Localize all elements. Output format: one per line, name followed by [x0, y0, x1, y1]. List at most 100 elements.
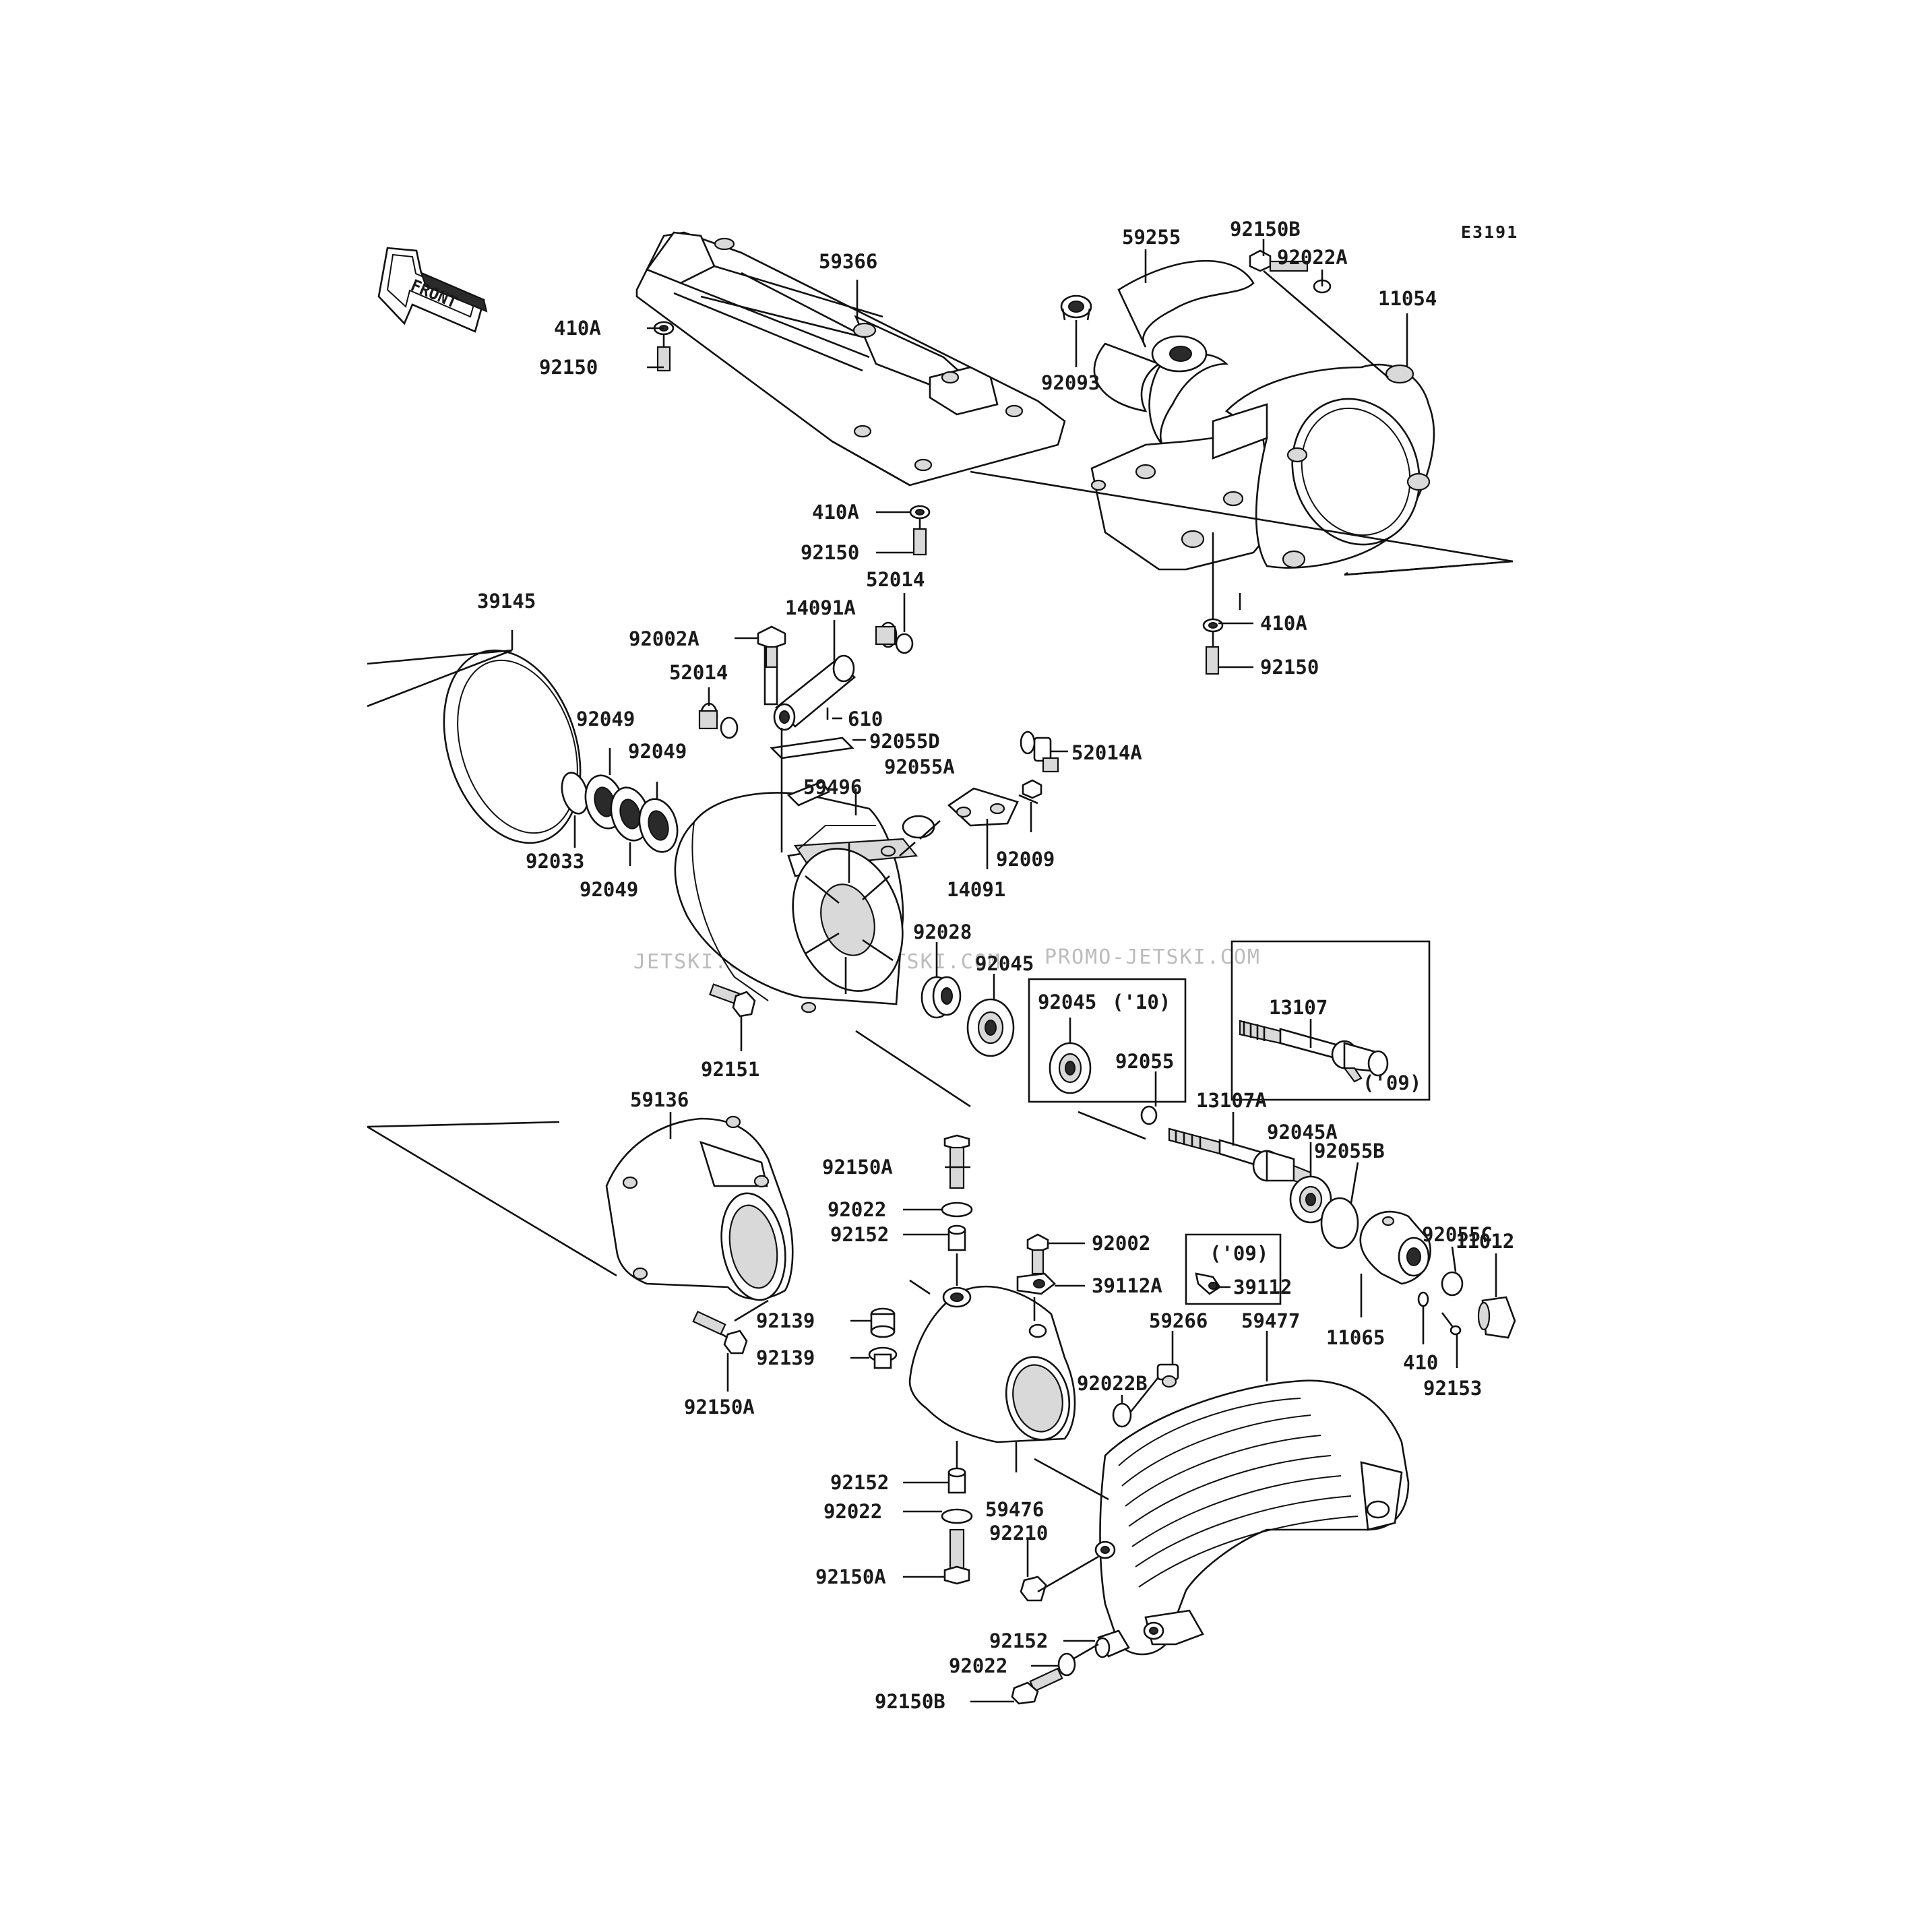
- fitting-52014A-part: [1020, 730, 1059, 773]
- bolt-92150A-left-part: [692, 1310, 748, 1354]
- oil-seals-part: [584, 774, 679, 853]
- fitting-52014-top-part: [875, 621, 914, 654]
- collar-92152-mid-part: [947, 1467, 966, 1494]
- label-92139-1: 92139: [756, 1309, 815, 1332]
- o-ring-92055C-part: [1441, 1271, 1464, 1297]
- bushing-92139-top-part: [870, 1307, 896, 1338]
- label-92210: 92210: [989, 1522, 1048, 1545]
- bolt-92150A-bottom-part: [943, 1528, 970, 1585]
- label-59266: 59266: [1149, 1309, 1208, 1332]
- label-92022A: 92022A: [1277, 246, 1348, 269]
- front-direction-arrow-icon: FRONT: [377, 247, 488, 333]
- label-92055D: 92055D: [869, 730, 940, 753]
- label-92152-1: 92152: [830, 1223, 889, 1246]
- label-92150B-2: 92150B: [875, 1690, 945, 1713]
- breather-tube-assembly-part: [764, 642, 856, 731]
- year-label-09a: ('09): [1363, 1071, 1421, 1094]
- label-92045A: 92045A: [1267, 1121, 1338, 1144]
- leader-lines: [367, 239, 1514, 1703]
- drive-shaft-13107-part: [1239, 1020, 1389, 1083]
- year-box-10: ('10): [1028, 978, 1187, 1103]
- label-92152-3: 92152: [989, 1629, 1048, 1652]
- label-14091: 14091: [947, 878, 1005, 901]
- washer-92022-mid-part: [941, 1508, 973, 1524]
- label-410: 410: [1403, 1351, 1438, 1374]
- year-box-09-shaft: ('09): [1230, 940, 1431, 1101]
- label-13107A: 13107A: [1196, 1089, 1267, 1112]
- label-59477: 59477: [1241, 1309, 1300, 1332]
- label-39112: 39112: [1233, 1276, 1292, 1299]
- label-92002A: 92002A: [629, 627, 699, 650]
- bolt-92151-part: [709, 983, 756, 1018]
- label-92055A: 92055A: [884, 755, 955, 778]
- year-label-09b: ('09): [1210, 1242, 1268, 1265]
- label-92022-2: 92022: [823, 1500, 882, 1523]
- label-92045-1: 92045: [975, 952, 1034, 975]
- label-92150A-1: 92150A: [822, 1156, 893, 1179]
- bracket-39112-part: [1195, 1272, 1221, 1295]
- label-92028: 92028: [913, 921, 972, 943]
- collar-92152-bottom-part: [1094, 1629, 1130, 1658]
- label-59136: 59136: [630, 1088, 689, 1111]
- label-59366: 59366: [819, 250, 877, 273]
- pump-case-part: [1090, 363, 1435, 571]
- label-92150-1: 92150: [539, 356, 598, 379]
- plug-11012-part: [1477, 1296, 1516, 1339]
- label-92150B-1: 92150B: [1230, 218, 1301, 241]
- washer-410-part: [1417, 1291, 1429, 1307]
- washer-410A-center-part: [909, 505, 931, 520]
- label-92022B: 92022B: [1077, 1372, 1148, 1395]
- fitting-59266-part: [1156, 1363, 1179, 1388]
- label-92153: 92153: [1423, 1377, 1482, 1400]
- bushing-92028-part: [921, 976, 962, 1019]
- label-13107: 13107: [1269, 996, 1328, 1019]
- label-92150-3: 92150: [1260, 656, 1319, 679]
- label-11012: 11012: [1456, 1230, 1514, 1253]
- bolt-92150B-top-part: [1249, 249, 1309, 272]
- label-92049-3: 92049: [580, 878, 638, 901]
- label-92093: 92093: [1041, 371, 1100, 394]
- label-92150A-3: 92150A: [815, 1565, 886, 1588]
- screw-92009-part: [1018, 779, 1042, 805]
- label-14091A: 14091A: [785, 596, 856, 619]
- label-59255: 59255: [1122, 226, 1181, 249]
- label-92152-2: 92152: [830, 1471, 889, 1494]
- collar-92093-part: [1060, 294, 1092, 321]
- label-410A-1: 410A: [554, 317, 601, 340]
- bolt-92150A-top-part: [943, 1134, 970, 1189]
- label-39145: 39145: [477, 590, 536, 613]
- label-11054: 11054: [1378, 287, 1437, 310]
- label-92151: 92151: [701, 1058, 759, 1081]
- reverse-bucket-59477-part: [1094, 1379, 1410, 1656]
- plate-14091-part: [947, 787, 1019, 827]
- label-92150-2: 92150: [801, 541, 859, 564]
- washer-92022B-part: [1112, 1402, 1132, 1428]
- label-59476: 59476: [985, 1498, 1044, 1521]
- collar-92210-part: [1020, 1576, 1047, 1602]
- washer-92022-bottom-part: [1057, 1652, 1076, 1677]
- label-52014-2: 52014: [669, 661, 728, 684]
- pump-bowl-housing-part: [674, 780, 918, 1014]
- o-ring-92055A-part: [902, 815, 935, 839]
- screw-92153-part: [1441, 1312, 1462, 1336]
- pump-cover-plate-part: [635, 231, 1066, 487]
- label-410A-2: 410A: [812, 501, 859, 524]
- o-ring-92055-part: [1140, 1105, 1158, 1125]
- washer-410A-right-part: [1202, 618, 1224, 633]
- label-92055B: 92055B: [1314, 1140, 1385, 1162]
- collar-92152-top-part: [947, 1224, 966, 1251]
- label-52014A: 52014A: [1071, 741, 1142, 764]
- label-92045-2: 92045: [1038, 991, 1096, 1014]
- label-92033: 92033: [526, 850, 584, 873]
- label-610: 610: [848, 708, 883, 730]
- diagram-code: E3191: [1461, 222, 1518, 242]
- steering-nozzle-59476-part: [908, 1285, 1076, 1443]
- label-92049-1: 92049: [576, 708, 635, 730]
- bushing-92139-bottom-part: [868, 1346, 898, 1369]
- label-59496: 59496: [803, 776, 862, 799]
- label-92139-2: 92139: [756, 1346, 815, 1369]
- watermark-3: PROMO-JETSKI.COM: [1045, 945, 1261, 969]
- nozzle-housing-59136-part: [605, 1115, 794, 1301]
- wear-ring-part: [443, 649, 582, 844]
